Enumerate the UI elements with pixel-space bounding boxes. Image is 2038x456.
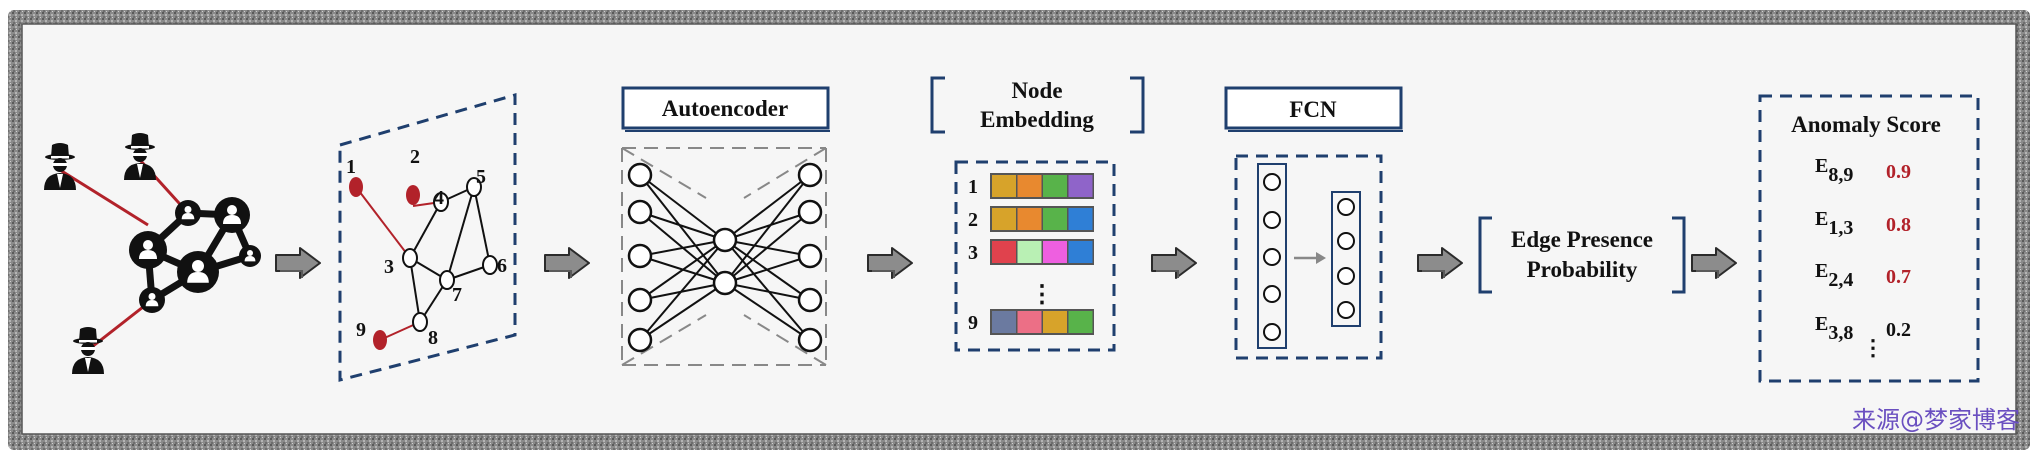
- anomaly-title: Anomaly Score: [1791, 112, 1941, 137]
- edge-presence-section: Edge Presence Probability: [1478, 216, 1686, 294]
- node-label: 8: [428, 327, 438, 349]
- anomaly-score-value: 0.2: [1886, 319, 1911, 341]
- abstract-graph: 1 2 3 4 5 6 7 8 9: [338, 93, 517, 382]
- user-icon: [175, 200, 201, 226]
- embedding-row-label: 9: [968, 312, 978, 334]
- anomaly-edge-label: E1,3: [1815, 208, 1853, 239]
- anomaly-score-value: 0.7: [1886, 266, 1911, 288]
- node-label: 5: [476, 166, 486, 188]
- edge-presence-line1: Edge Presence: [1511, 227, 1653, 252]
- fcn-title-box: [1224, 86, 1403, 130]
- fcn-input-layer: [1257, 163, 1287, 349]
- embedding-title-line2: Embedding: [980, 107, 1094, 132]
- anomaly-score-value: 0.9: [1886, 161, 1911, 183]
- autoencoder-section: Autoencoder: [621, 86, 830, 366]
- embedding-cell: [1017, 208, 1042, 230]
- anomaly-score-value: 0.8: [1886, 214, 1911, 236]
- embedding-cell: [992, 208, 1016, 230]
- node-label: 2: [410, 146, 420, 168]
- anomaly-score-section: Anomaly Score E8,9 0.9E1,3 0.8E2,4 0.7E3,8 0…: [1758, 94, 1980, 383]
- fcn-box: [1234, 154, 1383, 360]
- user-icon: [129, 231, 167, 269]
- embedding-cell: [992, 241, 1016, 263]
- node-label: 1: [346, 156, 356, 178]
- edge-presence-line2: Probability: [1527, 257, 1638, 282]
- embedding-cell: [992, 311, 1016, 333]
- user-icon: [239, 245, 261, 267]
- anomaly-ellipsis: ⋮: [1862, 335, 1884, 360]
- watermark-text: 来源@梦家博客: [1852, 406, 2020, 434]
- social-network-graph: [44, 133, 261, 374]
- embedding-cell: [1068, 208, 1093, 230]
- embedding-cell: [1043, 208, 1067, 230]
- anomaly-box: [1758, 94, 1980, 383]
- embedding-cell: [1068, 241, 1093, 263]
- embedding-ellipsis: ⋮: [1030, 282, 1054, 308]
- anomaly-edge-label: E8,9: [1815, 155, 1853, 186]
- embedding-cell: [1043, 311, 1067, 333]
- autoencoder-title-box: [621, 86, 830, 130]
- embedding-title-line1: Node: [1011, 78, 1062, 103]
- node-label: 6: [497, 255, 507, 277]
- embedding-cell: [1017, 311, 1042, 333]
- user-icon: [177, 251, 219, 293]
- embedding-cell: [1017, 241, 1042, 263]
- embedding-cell: [1068, 311, 1093, 333]
- embedding-row-label: 3: [968, 242, 978, 264]
- embedding-cell: [1043, 175, 1067, 197]
- embedding-cell: [992, 175, 1016, 197]
- anomaly-edge-label: E2,4: [1815, 260, 1853, 291]
- node-embedding-section: Node Embedding 1 2 3 9 ⋮: [930, 76, 1145, 352]
- node-label: 4: [434, 187, 444, 209]
- fcn-section: FCN: [1224, 86, 1403, 360]
- user-icon: [214, 197, 250, 233]
- embedding-cell: [1043, 241, 1067, 263]
- node-label: 3: [384, 256, 394, 278]
- autoencoder-title: Autoencoder: [662, 96, 788, 121]
- embedding-row-label: 1: [968, 176, 978, 198]
- graph-plane: [338, 93, 517, 382]
- fcn-title: FCN: [1289, 97, 1337, 122]
- embedding-row-label: 2: [968, 209, 978, 231]
- node-label: 7: [452, 284, 462, 306]
- embedding-box: [954, 160, 1116, 352]
- anomaly-edge-label: E3,8: [1815, 313, 1853, 344]
- node-label: 9: [356, 319, 366, 341]
- user-icon: [139, 287, 165, 313]
- attack-edge: [59, 168, 149, 227]
- embedding-cell: [1017, 175, 1042, 197]
- embedding-cell: [1068, 175, 1093, 197]
- fcn-output-layer: [1331, 191, 1361, 327]
